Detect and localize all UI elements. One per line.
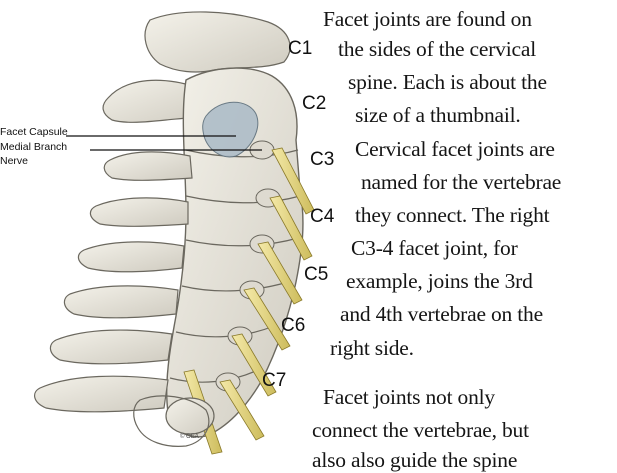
paragraph-1-line: size of a thumbnail. (355, 103, 521, 128)
paragraph-1-line: the sides of the cervical (338, 37, 536, 62)
vertebra-label-c5: C5 (304, 264, 328, 286)
vertebra-label-c1: C1 (288, 38, 312, 60)
paragraph-2-line: Facet joints not only (323, 385, 495, 410)
facet-capsule-label: Facet Capsule (0, 126, 68, 138)
paragraph-1-line: right side. (330, 336, 414, 361)
image-credit: © OEA (180, 434, 199, 440)
vertebra-label-c4: C4 (310, 206, 334, 228)
vertebra-label-c7: C7 (262, 370, 286, 392)
medial-branch-label: Medial Branch (0, 141, 67, 153)
paragraph-1-line: named for the vertebrae (361, 170, 561, 195)
paragraph-1-line: Facet joints are found on (323, 7, 532, 32)
vertebra-label-c2: C2 (302, 93, 326, 115)
vertebra-label-c6: C6 (281, 315, 305, 337)
paragraph-1-line: they connect. The right (355, 203, 549, 228)
paragraph-1-line: Cervical facet joints are (355, 137, 555, 162)
paragraph-1-line: C3-4 facet joint, for (351, 236, 518, 261)
cervical-spine-illustration (0, 0, 617, 458)
paragraph-1-line: example, joins the 3rd (346, 269, 533, 294)
paragraph-1-line: and 4th vertebrae on the (340, 302, 543, 327)
paragraph-2-line: also also guide the spine (312, 448, 517, 473)
nerve-label: Nerve (0, 155, 28, 167)
paragraph-2-line: connect the vertebrae, but (312, 418, 529, 443)
paragraph-1-line: spine. Each is about the (348, 70, 547, 95)
vertebra-label-c3: C3 (310, 149, 334, 171)
